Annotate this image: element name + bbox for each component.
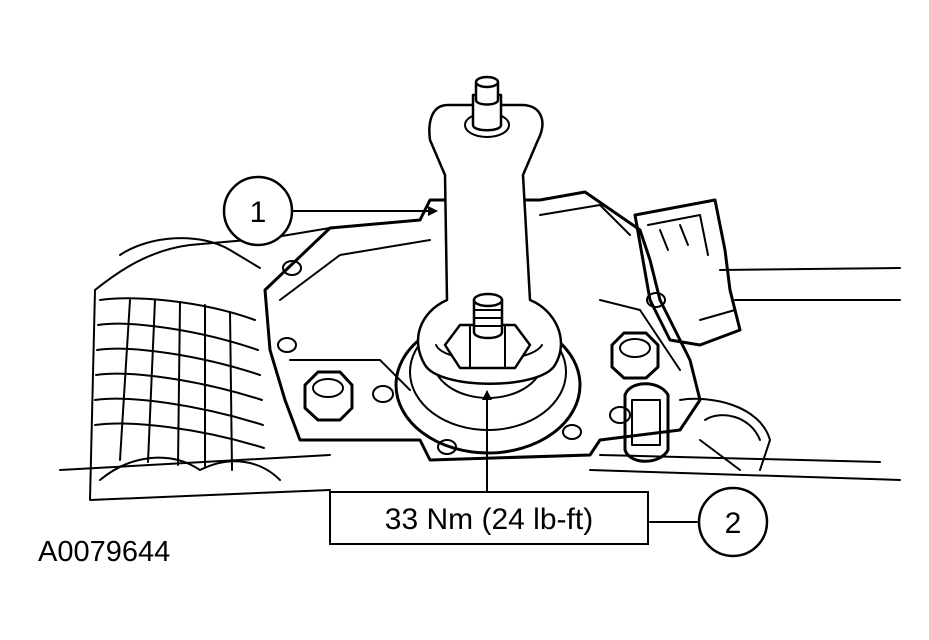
callout-1-number: 1 <box>250 196 267 229</box>
plate-holes <box>277 260 666 455</box>
ribbed-housing <box>94 237 281 481</box>
callout-2-number: 2 <box>725 507 742 540</box>
shaft-nut <box>443 292 532 370</box>
callout-1: 1 <box>222 175 294 247</box>
slotted-bracket <box>623 382 670 463</box>
tool-pin <box>471 75 503 132</box>
transmission-case <box>59 227 901 501</box>
torque-spec-label: 33 Nm (24 lb-ft) <box>385 503 593 536</box>
figure-id: A0079644 <box>38 536 171 568</box>
callout-2: 2 <box>697 486 769 558</box>
electrical-connector <box>633 198 742 347</box>
mounting-bolt-right <box>610 331 660 380</box>
mounting-bolt-left <box>303 370 354 422</box>
torque-spec-box: 33 Nm (24 lb-ft) <box>329 491 649 545</box>
